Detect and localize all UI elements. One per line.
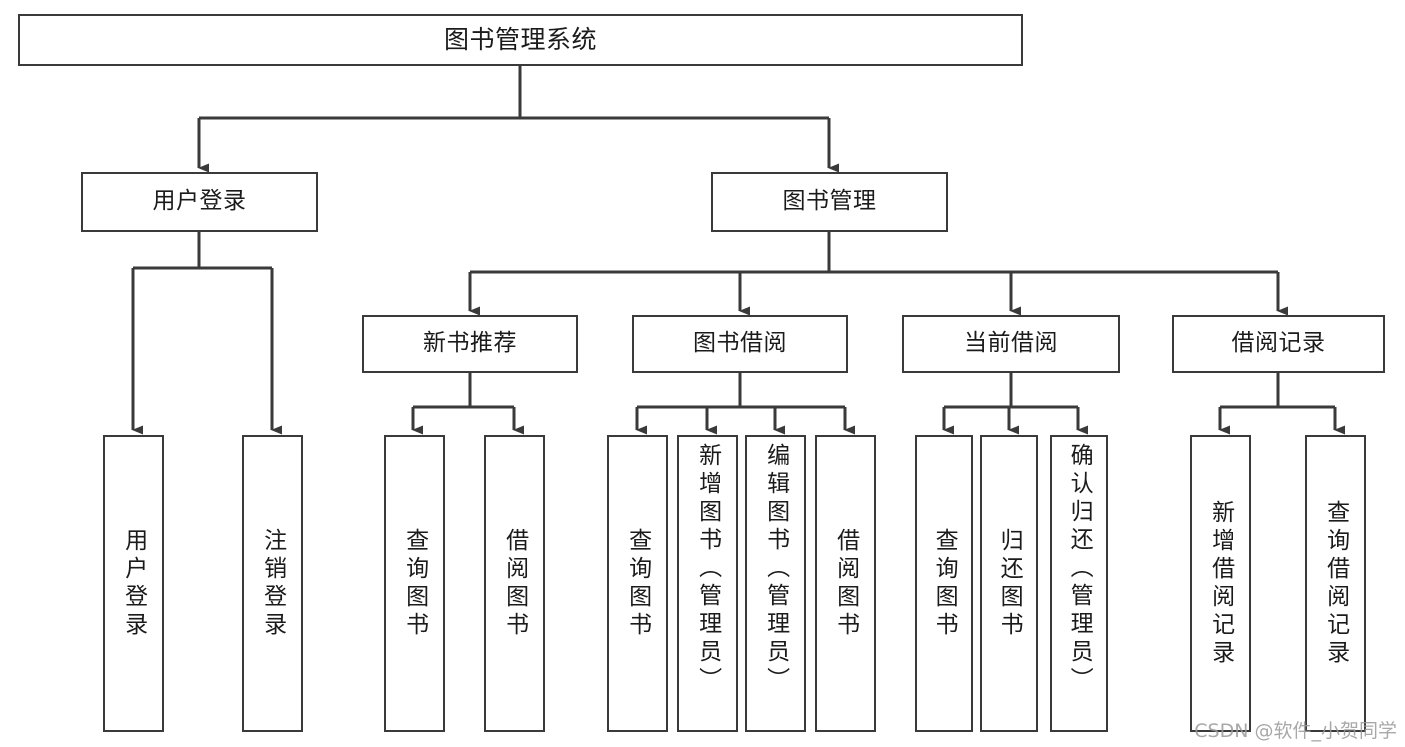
node-leaf-borrow-book-2[interactable]: 借阅图书 <box>815 435 876 732</box>
node-label: 编辑图书（管理员） <box>762 443 789 695</box>
node-leaf-add-book[interactable]: 新增图书（管理员） <box>677 435 738 732</box>
node-book-borrow[interactable]: 图书借阅 <box>632 315 848 373</box>
node-leaf-logout-login[interactable]: 注销登录 <box>242 435 303 732</box>
node-book-management[interactable]: 图书管理 <box>711 172 948 232</box>
node-label: 当前借阅 <box>964 330 1058 357</box>
node-label: 借阅图书 <box>832 527 859 640</box>
node-leaf-user-login[interactable]: 用户登录 <box>103 435 164 732</box>
node-label: 借阅图书 <box>501 527 528 640</box>
node-borrow-record[interactable]: 借阅记录 <box>1172 315 1385 373</box>
node-leaf-add-borrow-record[interactable]: 新增借阅记录 <box>1190 435 1251 732</box>
node-label: 借阅记录 <box>1231 330 1326 357</box>
node-new-book-recommend[interactable]: 新书推荐 <box>362 315 578 373</box>
node-label: 归还图书 <box>996 527 1023 640</box>
node-label: 图书借阅 <box>693 330 787 357</box>
node-label: 查询借阅记录 <box>1322 499 1349 668</box>
node-label: 新增借阅记录 <box>1207 499 1234 668</box>
node-leaf-confirm-return[interactable]: 确认归还（管理员） <box>1050 435 1108 732</box>
node-label: 图书管理 <box>782 188 877 215</box>
node-leaf-return-book[interactable]: 归还图书 <box>980 435 1038 732</box>
node-user-login[interactable]: 用户登录 <box>81 172 318 232</box>
node-label: 注销登录 <box>259 527 286 640</box>
node-current-borrow[interactable]: 当前借阅 <box>902 315 1120 373</box>
node-leaf-query-book-1[interactable]: 查询图书 <box>384 435 445 732</box>
node-label: 确认归还（管理员） <box>1066 443 1093 695</box>
node-label: 新增图书（管理员） <box>694 443 721 695</box>
node-leaf-query-book-3[interactable]: 查询图书 <box>915 435 973 732</box>
node-root-book-management-system[interactable]: 图书管理系统 <box>18 14 1023 66</box>
node-label: 查询图书 <box>931 527 958 640</box>
node-leaf-query-borrow-record[interactable]: 查询借阅记录 <box>1305 435 1366 732</box>
node-label: 查询图书 <box>624 527 651 640</box>
node-leaf-borrow-book-1[interactable]: 借阅图书 <box>484 435 545 732</box>
node-label: 新书推荐 <box>423 330 517 357</box>
node-leaf-edit-book[interactable]: 编辑图书（管理员） <box>745 435 806 732</box>
node-label: 查询图书 <box>401 527 428 640</box>
node-leaf-query-book-2[interactable]: 查询图书 <box>607 435 668 732</box>
node-label: 用户登录 <box>152 188 247 215</box>
node-label: 图书管理系统 <box>443 25 597 54</box>
node-label: 用户登录 <box>120 527 147 640</box>
